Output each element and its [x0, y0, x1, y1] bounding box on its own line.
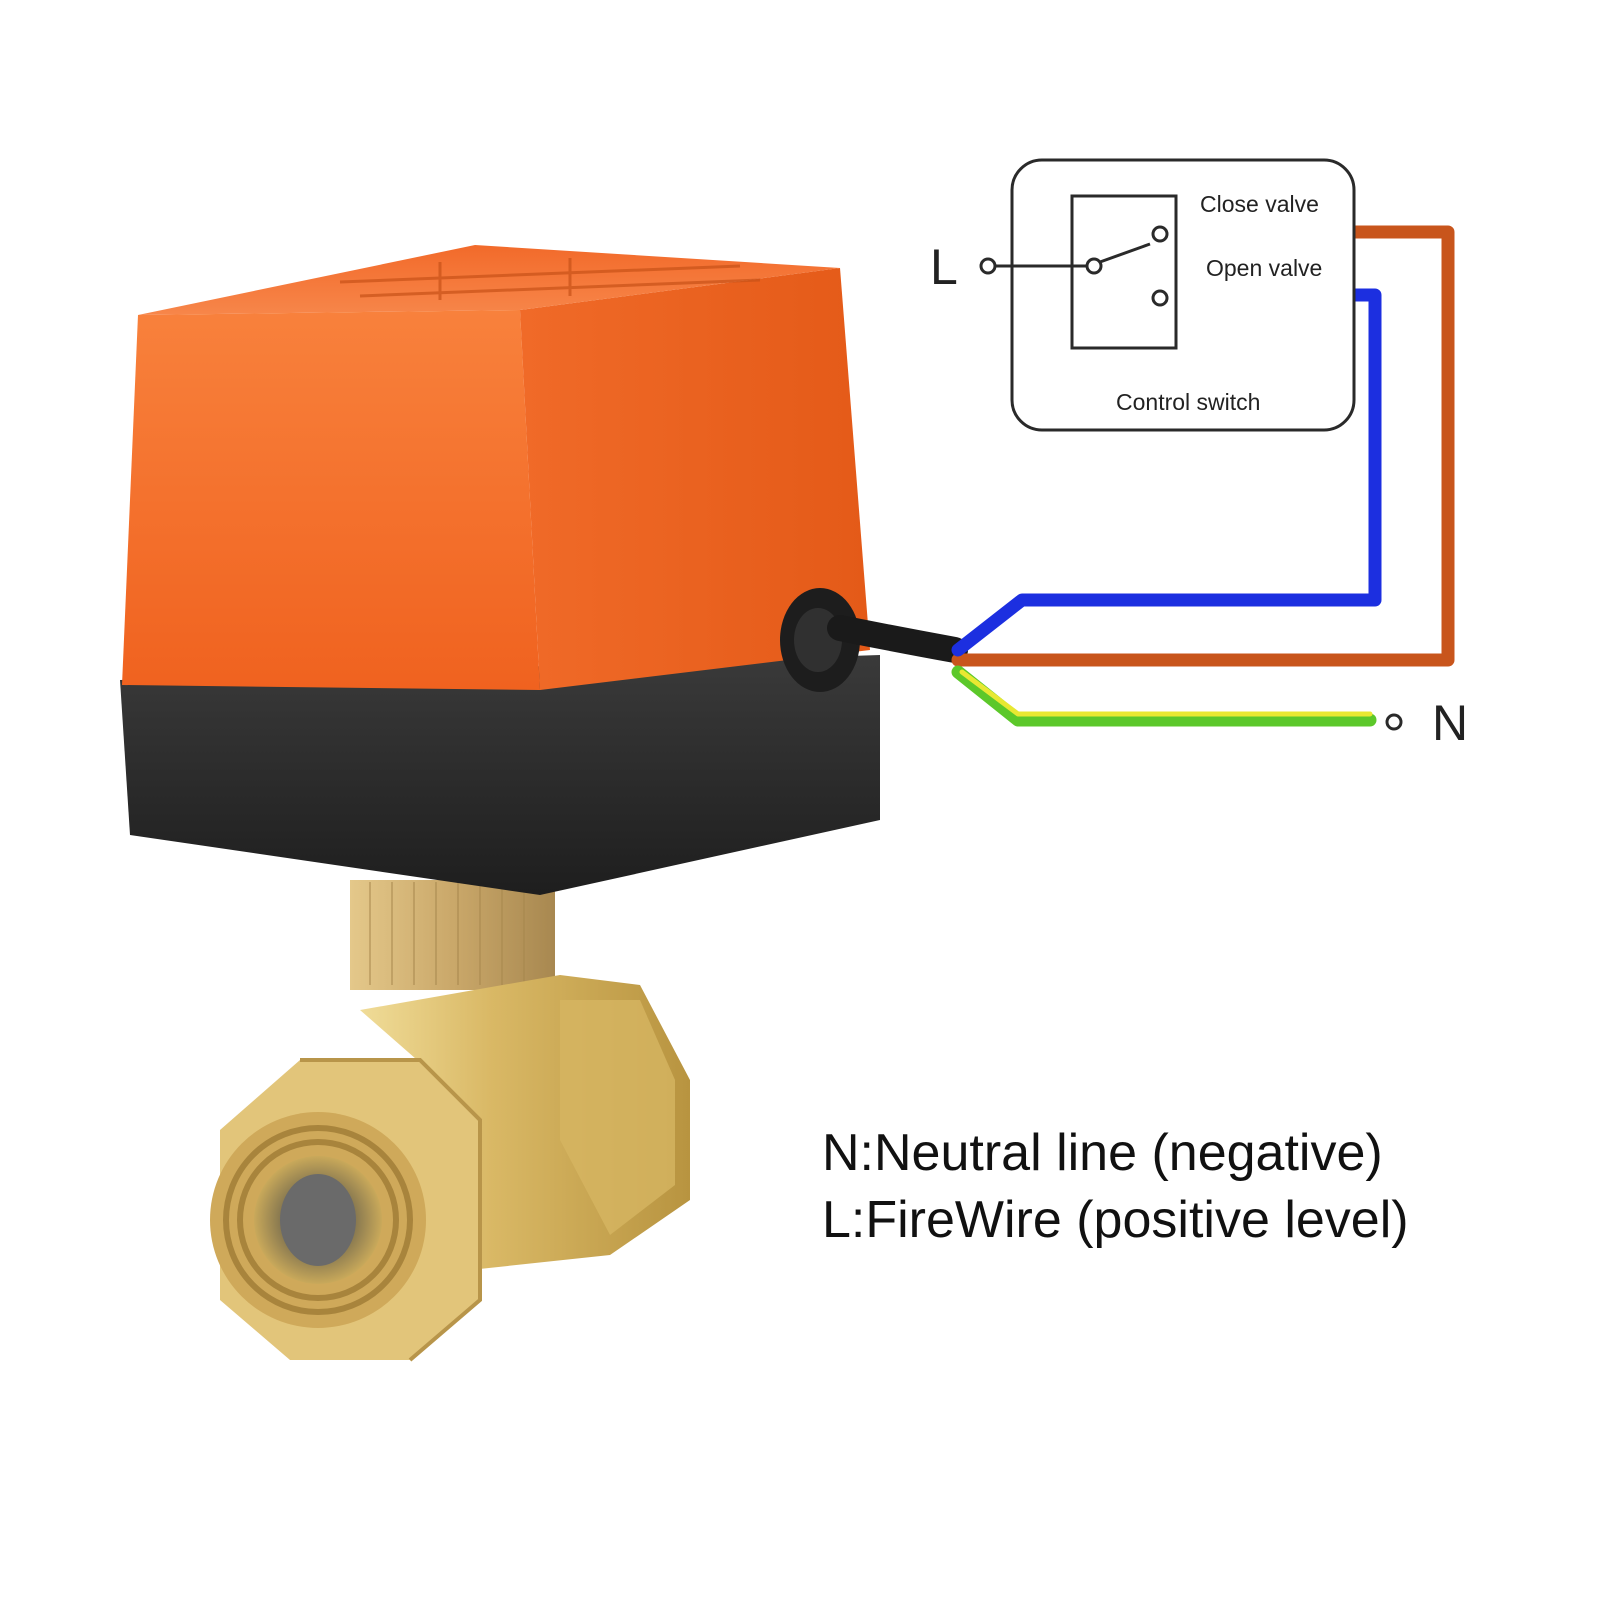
valve-body-flat [560, 1000, 675, 1235]
switch-inner-frame [1070, 194, 1178, 350]
live-terminal-label: L [930, 239, 958, 295]
motorized-valve-illustration [120, 245, 968, 1362]
neutral-wire [951, 665, 1377, 727]
power-cable [827, 615, 968, 663]
close-contact-icon [1151, 225, 1169, 243]
neutral-wire-stripe [959, 669, 1373, 717]
switch-lever [1099, 242, 1151, 264]
neutral-terminal-label: N [1432, 695, 1468, 751]
legend-neutral-line: N:Neutral line (negative) [822, 1124, 1383, 1182]
thread-ring-2 [237, 1139, 399, 1301]
valve-ball [280, 1174, 356, 1266]
actuator-housing-side [520, 268, 870, 690]
actuator-base [120, 655, 880, 895]
actuator-housing-front [122, 310, 540, 690]
wire-legend: N:Neutral line (negative) L:FireWire (po… [822, 1124, 1409, 1249]
legend-live-line: L:FireWire (positive level) [822, 1191, 1409, 1249]
housing-top-engraving [339, 258, 761, 300]
open-contact-icon [1151, 289, 1169, 307]
live-terminal-icon [979, 257, 997, 275]
switch-pivot-icon [1085, 257, 1103, 275]
valve-stem [350, 880, 555, 990]
neutral-terminal-icon [1385, 713, 1403, 731]
control-switch-box: Close valve Open valve Control switch [979, 158, 1356, 432]
open-valve-label: Open valve [1206, 255, 1322, 281]
actuator-housing-top [138, 245, 840, 315]
thread-ring-1 [223, 1125, 413, 1315]
stem-knurling [369, 882, 525, 985]
close-valve-label: Close valve [1200, 191, 1319, 217]
control-switch-label: Control switch [1116, 389, 1260, 415]
switch-enclosure [1010, 158, 1356, 432]
valve-hex-face [300, 1058, 482, 1362]
